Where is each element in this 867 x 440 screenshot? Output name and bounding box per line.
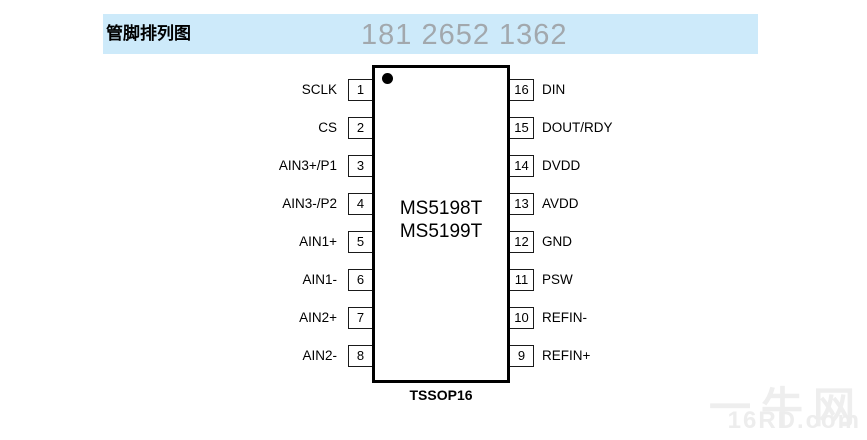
header-bar: 管脚排列图 181 2652 1362 [103,14,758,54]
pin-number-box: 6 [348,269,373,291]
page-title: 管脚排列图 [106,24,191,43]
pin-number-box: 7 [348,307,373,329]
pin-label: AIN2- [302,348,337,363]
pin-label: AIN3+/P1 [278,158,337,173]
pin-number-box: 10 [509,307,534,329]
pin-label: GND [542,234,572,249]
pin-label: AIN1+ [299,234,337,249]
pin-label: AIN1- [302,272,337,287]
chip-name-line1: MS5198T [399,198,483,219]
pin-number-box: 14 [509,155,534,177]
chip-body: MS5198T MS5199T [372,65,510,383]
pin-number-box: 8 [348,345,373,367]
watermark-url: 16RD.com [727,407,861,434]
pin-label: AVDD [542,196,579,211]
pin-number-box: 16 [509,79,534,101]
pin-number-box: 9 [509,345,534,367]
pin-number-box: 15 [509,117,534,139]
package-label: TSSOP16 [409,387,473,403]
pin-number-box: 12 [509,231,534,253]
pin1-indicator-dot [382,73,393,84]
pin-label: SCLK [301,82,337,97]
pin-label: AIN3-/P2 [282,196,337,211]
pin-label: DOUT/RDY [542,120,613,135]
pin-label: REFIN+ [542,348,591,363]
pin-label: CS [318,120,337,135]
chip-name-line2: MS5199T [399,221,483,242]
pin-number-box: 5 [348,231,373,253]
pin-label: AIN2+ [299,310,337,325]
pin-number-box: 3 [348,155,373,177]
pin-number-box: 4 [348,193,373,215]
pin-label: REFIN- [542,310,587,325]
pin-number-box: 13 [509,193,534,215]
phone-number: 181 2652 1362 [361,19,568,51]
pin-number-box: 1 [348,79,373,101]
pin-number-box: 11 [509,269,534,291]
pin-label: DIN [542,82,566,97]
pin-label: PSW [542,272,573,287]
pin-number-box: 2 [348,117,373,139]
pin-label: DVDD [542,158,581,173]
chip-name: MS5198T MS5199T [375,197,507,243]
watermark-sitename: 一牛网 [708,384,865,431]
